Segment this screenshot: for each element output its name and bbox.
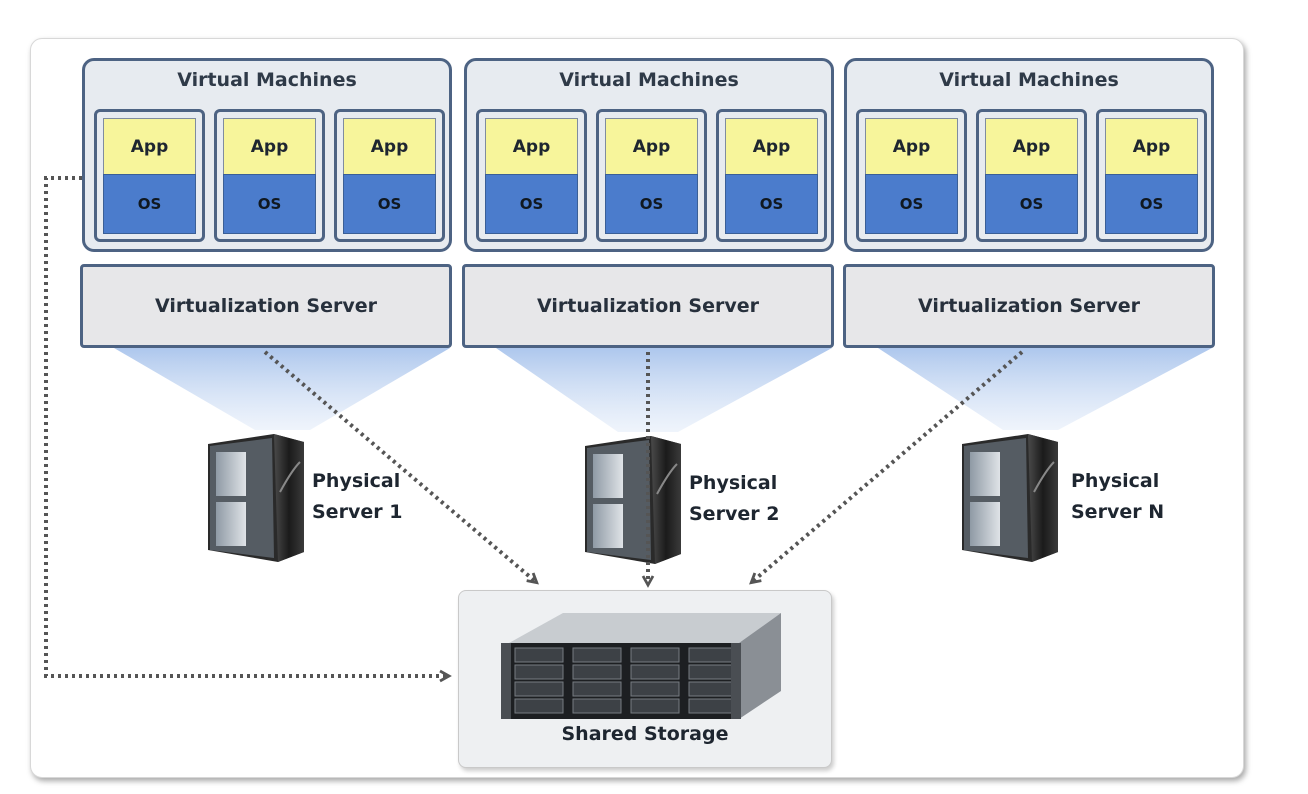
physical-label-line: Physical (1071, 470, 1160, 492)
beam-2 (496, 348, 832, 432)
virtual-machine: App OS (94, 109, 205, 242)
app-block: App (605, 118, 698, 176)
os-block: OS (343, 174, 436, 234)
virtual-machine: App OS (976, 109, 1087, 242)
vm-group-1: Virtual Machines App OS App OS App OS (82, 58, 452, 252)
physical-label-line: Server 1 (312, 501, 403, 523)
shared-storage-box: Shared Storage (458, 590, 832, 768)
os-block: OS (725, 174, 818, 234)
vm-group-n: Virtual Machines App OS App OS App OS (844, 58, 1214, 252)
app-block: App (865, 118, 958, 176)
os-block: OS (1105, 174, 1198, 234)
physical-label-line: Physical (689, 472, 778, 494)
virtual-machine: App OS (334, 109, 445, 242)
physical-server-label: Physical Server 2 (689, 468, 779, 530)
physical-server-icon (585, 436, 681, 564)
physical-server-label: Physical Server 1 (312, 466, 402, 528)
physical-label-line: Server N (1071, 501, 1165, 523)
os-block: OS (103, 174, 196, 234)
os-block: OS (223, 174, 316, 234)
vm-group-2: Virtual Machines App OS App OS App OS (464, 58, 834, 252)
physical-server-icon (208, 434, 304, 562)
vm-group-title: Virtual Machines (559, 69, 739, 91)
app-block: App (985, 118, 1078, 176)
app-block: App (103, 118, 196, 176)
virtual-machine: App OS (856, 109, 967, 242)
os-block: OS (485, 174, 578, 234)
virtualization-server-n: Virtualization Server (843, 264, 1215, 348)
storage-array-icon (501, 613, 781, 719)
physical-server-icon (962, 434, 1058, 562)
app-block: App (343, 118, 436, 176)
physical-label-line: Physical (312, 470, 401, 492)
vm-group-title: Virtual Machines (177, 69, 357, 91)
app-block: App (223, 118, 316, 176)
virtual-machine: App OS (716, 109, 827, 242)
os-block: OS (605, 174, 698, 234)
shared-storage-label: Shared Storage (561, 723, 729, 745)
virtualization-server-2: Virtualization Server (462, 264, 834, 348)
virtual-machine: App OS (214, 109, 325, 242)
app-block: App (1105, 118, 1198, 176)
beam-1 (114, 348, 450, 430)
app-block: App (485, 118, 578, 176)
beam-n (878, 348, 1212, 430)
physical-server-label: Physical Server N (1071, 466, 1164, 528)
vm-group-title: Virtual Machines (939, 69, 1119, 91)
virtual-machine: App OS (476, 109, 587, 242)
virtual-machine: App OS (596, 109, 707, 242)
app-block: App (725, 118, 818, 176)
virtualization-server-1: Virtualization Server (80, 264, 452, 348)
os-block: OS (865, 174, 958, 234)
physical-label-line: Server 2 (689, 503, 780, 525)
os-block: OS (985, 174, 1078, 234)
virtual-machine: App OS (1096, 109, 1207, 242)
